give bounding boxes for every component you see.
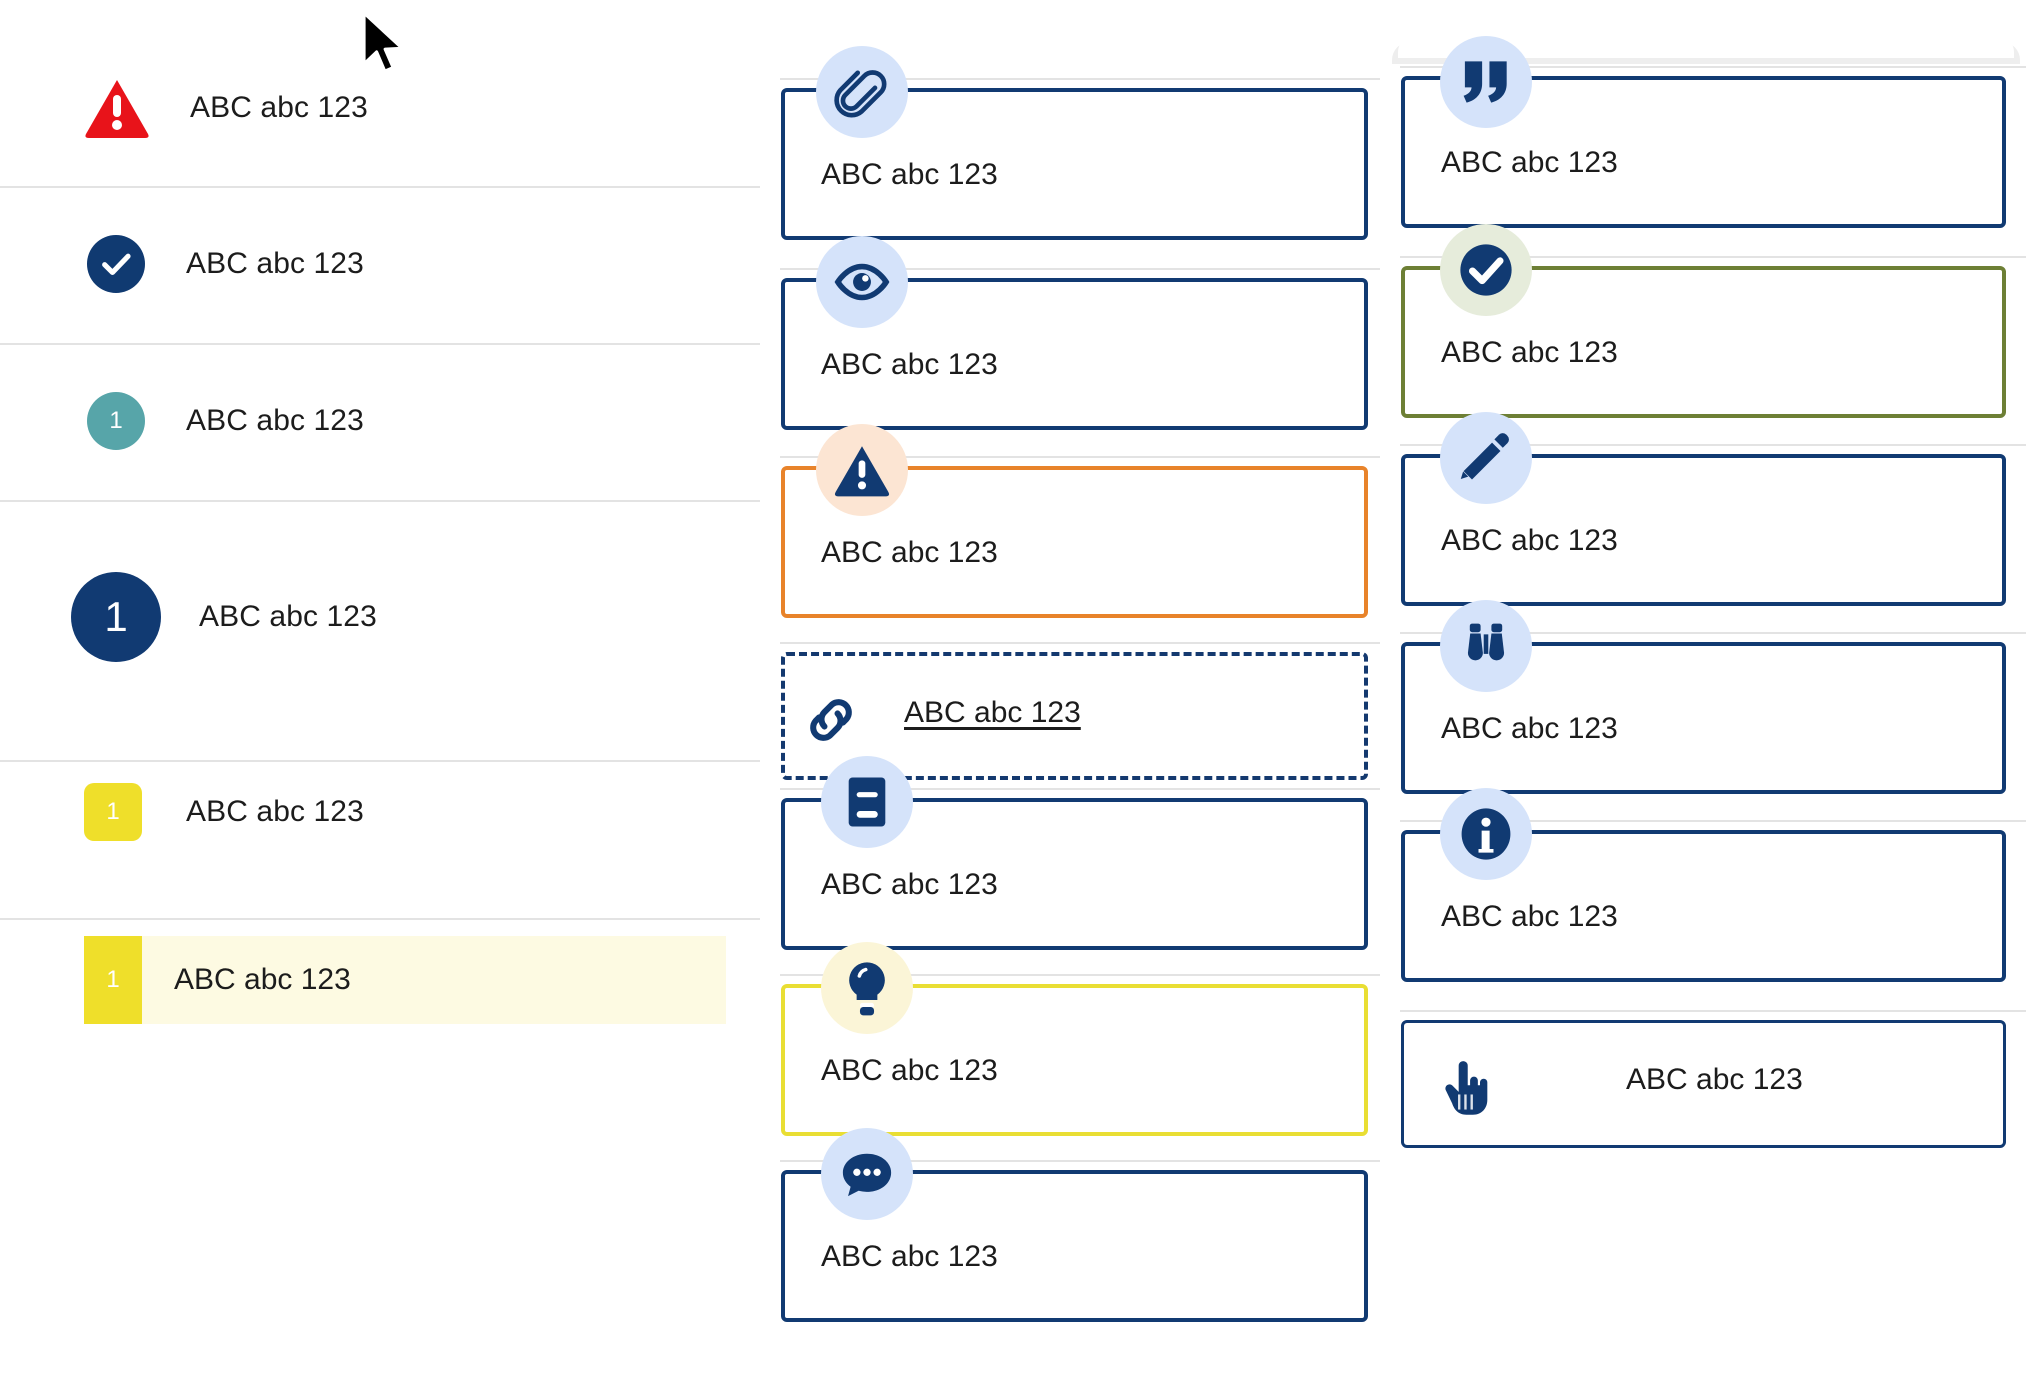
paperclip-icon — [816, 46, 908, 138]
card-separator — [780, 78, 1380, 80]
card-separator — [1400, 820, 2026, 822]
list-separator — [0, 343, 760, 345]
card-label: ABC abc 123 — [1626, 1063, 1803, 1096]
info-icon — [1440, 788, 1532, 880]
card-action[interactable]: ABC abc 123 — [1401, 1020, 2006, 1148]
list-separator — [0, 760, 760, 762]
card-attachment[interactable]: ABC abc 123 — [781, 88, 1368, 240]
card-separator — [780, 642, 1380, 644]
card-label: ABC abc 123 — [1441, 336, 1618, 369]
list-item-label: ABC abc 123 — [199, 600, 377, 633]
warning-triangle-icon — [84, 78, 150, 138]
book-icon — [821, 756, 913, 848]
list-item-label: ABC abc 123 — [186, 247, 364, 280]
number-badge-icon: 1 — [84, 783, 142, 841]
list-item-numbered-yellow[interactable]: 1 ABC abc 123 — [0, 783, 760, 841]
panel-top-surface — [1398, 36, 2014, 58]
card-label: ABC abc 123 — [821, 1054, 998, 1087]
card-separator — [780, 268, 1380, 270]
list-item-label: ABC abc 123 — [186, 795, 364, 828]
card-separator — [780, 788, 1380, 790]
pointing-hand-icon — [1440, 1060, 1492, 1116]
check-circle-icon — [87, 235, 145, 293]
list-separator — [0, 918, 760, 920]
list-item-success[interactable]: ABC abc 123 — [0, 235, 760, 293]
card-label: ABC abc 123 — [821, 536, 998, 569]
card-label: ABC abc 123 — [1441, 900, 1618, 933]
card-label: ABC abc 123 — [1441, 146, 1618, 179]
card-label: ABC abc 123 — [821, 868, 998, 901]
card-separator — [1400, 632, 2026, 634]
card-separator — [1400, 1010, 2026, 1012]
card-separator — [1400, 256, 2026, 258]
badge-value: 1 — [104, 593, 128, 640]
card-separator — [1400, 444, 2026, 446]
card-separator — [780, 974, 1380, 976]
card-label: ABC abc 123 — [821, 158, 998, 191]
list-separator — [0, 500, 760, 502]
badge-value: 1 — [109, 407, 123, 434]
card-separator — [1400, 66, 2026, 68]
list-item-numbered-teal[interactable]: 1 ABC abc 123 — [0, 392, 760, 450]
card-info[interactable]: ABC abc 123 — [1401, 830, 2006, 982]
quote-icon — [1440, 36, 1532, 128]
lightbulb-icon — [821, 942, 913, 1034]
card-label: ABC abc 123 — [1441, 712, 1618, 745]
card-label: ABC abc 123 — [1441, 524, 1618, 557]
comment-icon — [821, 1128, 913, 1220]
warning-icon — [816, 424, 908, 516]
eye-icon — [816, 236, 908, 328]
card-link-label[interactable]: ABC abc 123 — [904, 696, 1081, 729]
list-item-highlighted[interactable]: 1 ABC abc 123 — [84, 936, 726, 1024]
badge-value: 1 — [106, 798, 120, 825]
number-badge-icon: 1 — [71, 572, 161, 662]
list-item-label: ABC abc 123 — [186, 404, 364, 437]
number-badge-icon: 1 — [87, 392, 145, 450]
link-icon — [801, 692, 861, 748]
list-item-label: ABC abc 123 — [190, 91, 368, 124]
number-badge-icon: 1 — [84, 936, 142, 1024]
list-item-label: ABC abc 123 — [174, 963, 351, 996]
card-label: ABC abc 123 — [821, 1240, 998, 1273]
pencil-icon — [1440, 412, 1532, 504]
check-circle-icon — [1440, 224, 1532, 316]
list-item-numbered-large[interactable]: 1 ABC abc 123 — [0, 572, 760, 662]
card-separator — [780, 456, 1380, 458]
list-item-warning[interactable]: ABC abc 123 — [0, 78, 760, 138]
binoculars-icon — [1440, 600, 1532, 692]
badge-value: 1 — [106, 966, 120, 993]
card-label: ABC abc 123 — [821, 348, 998, 381]
card-separator — [780, 1160, 1380, 1162]
card-success[interactable]: ABC abc 123 — [1401, 266, 2006, 418]
left-status-list: ABC abc 123 ABC abc 123 1 ABC abc 123 1 … — [0, 0, 760, 1392]
list-separator — [0, 186, 760, 188]
